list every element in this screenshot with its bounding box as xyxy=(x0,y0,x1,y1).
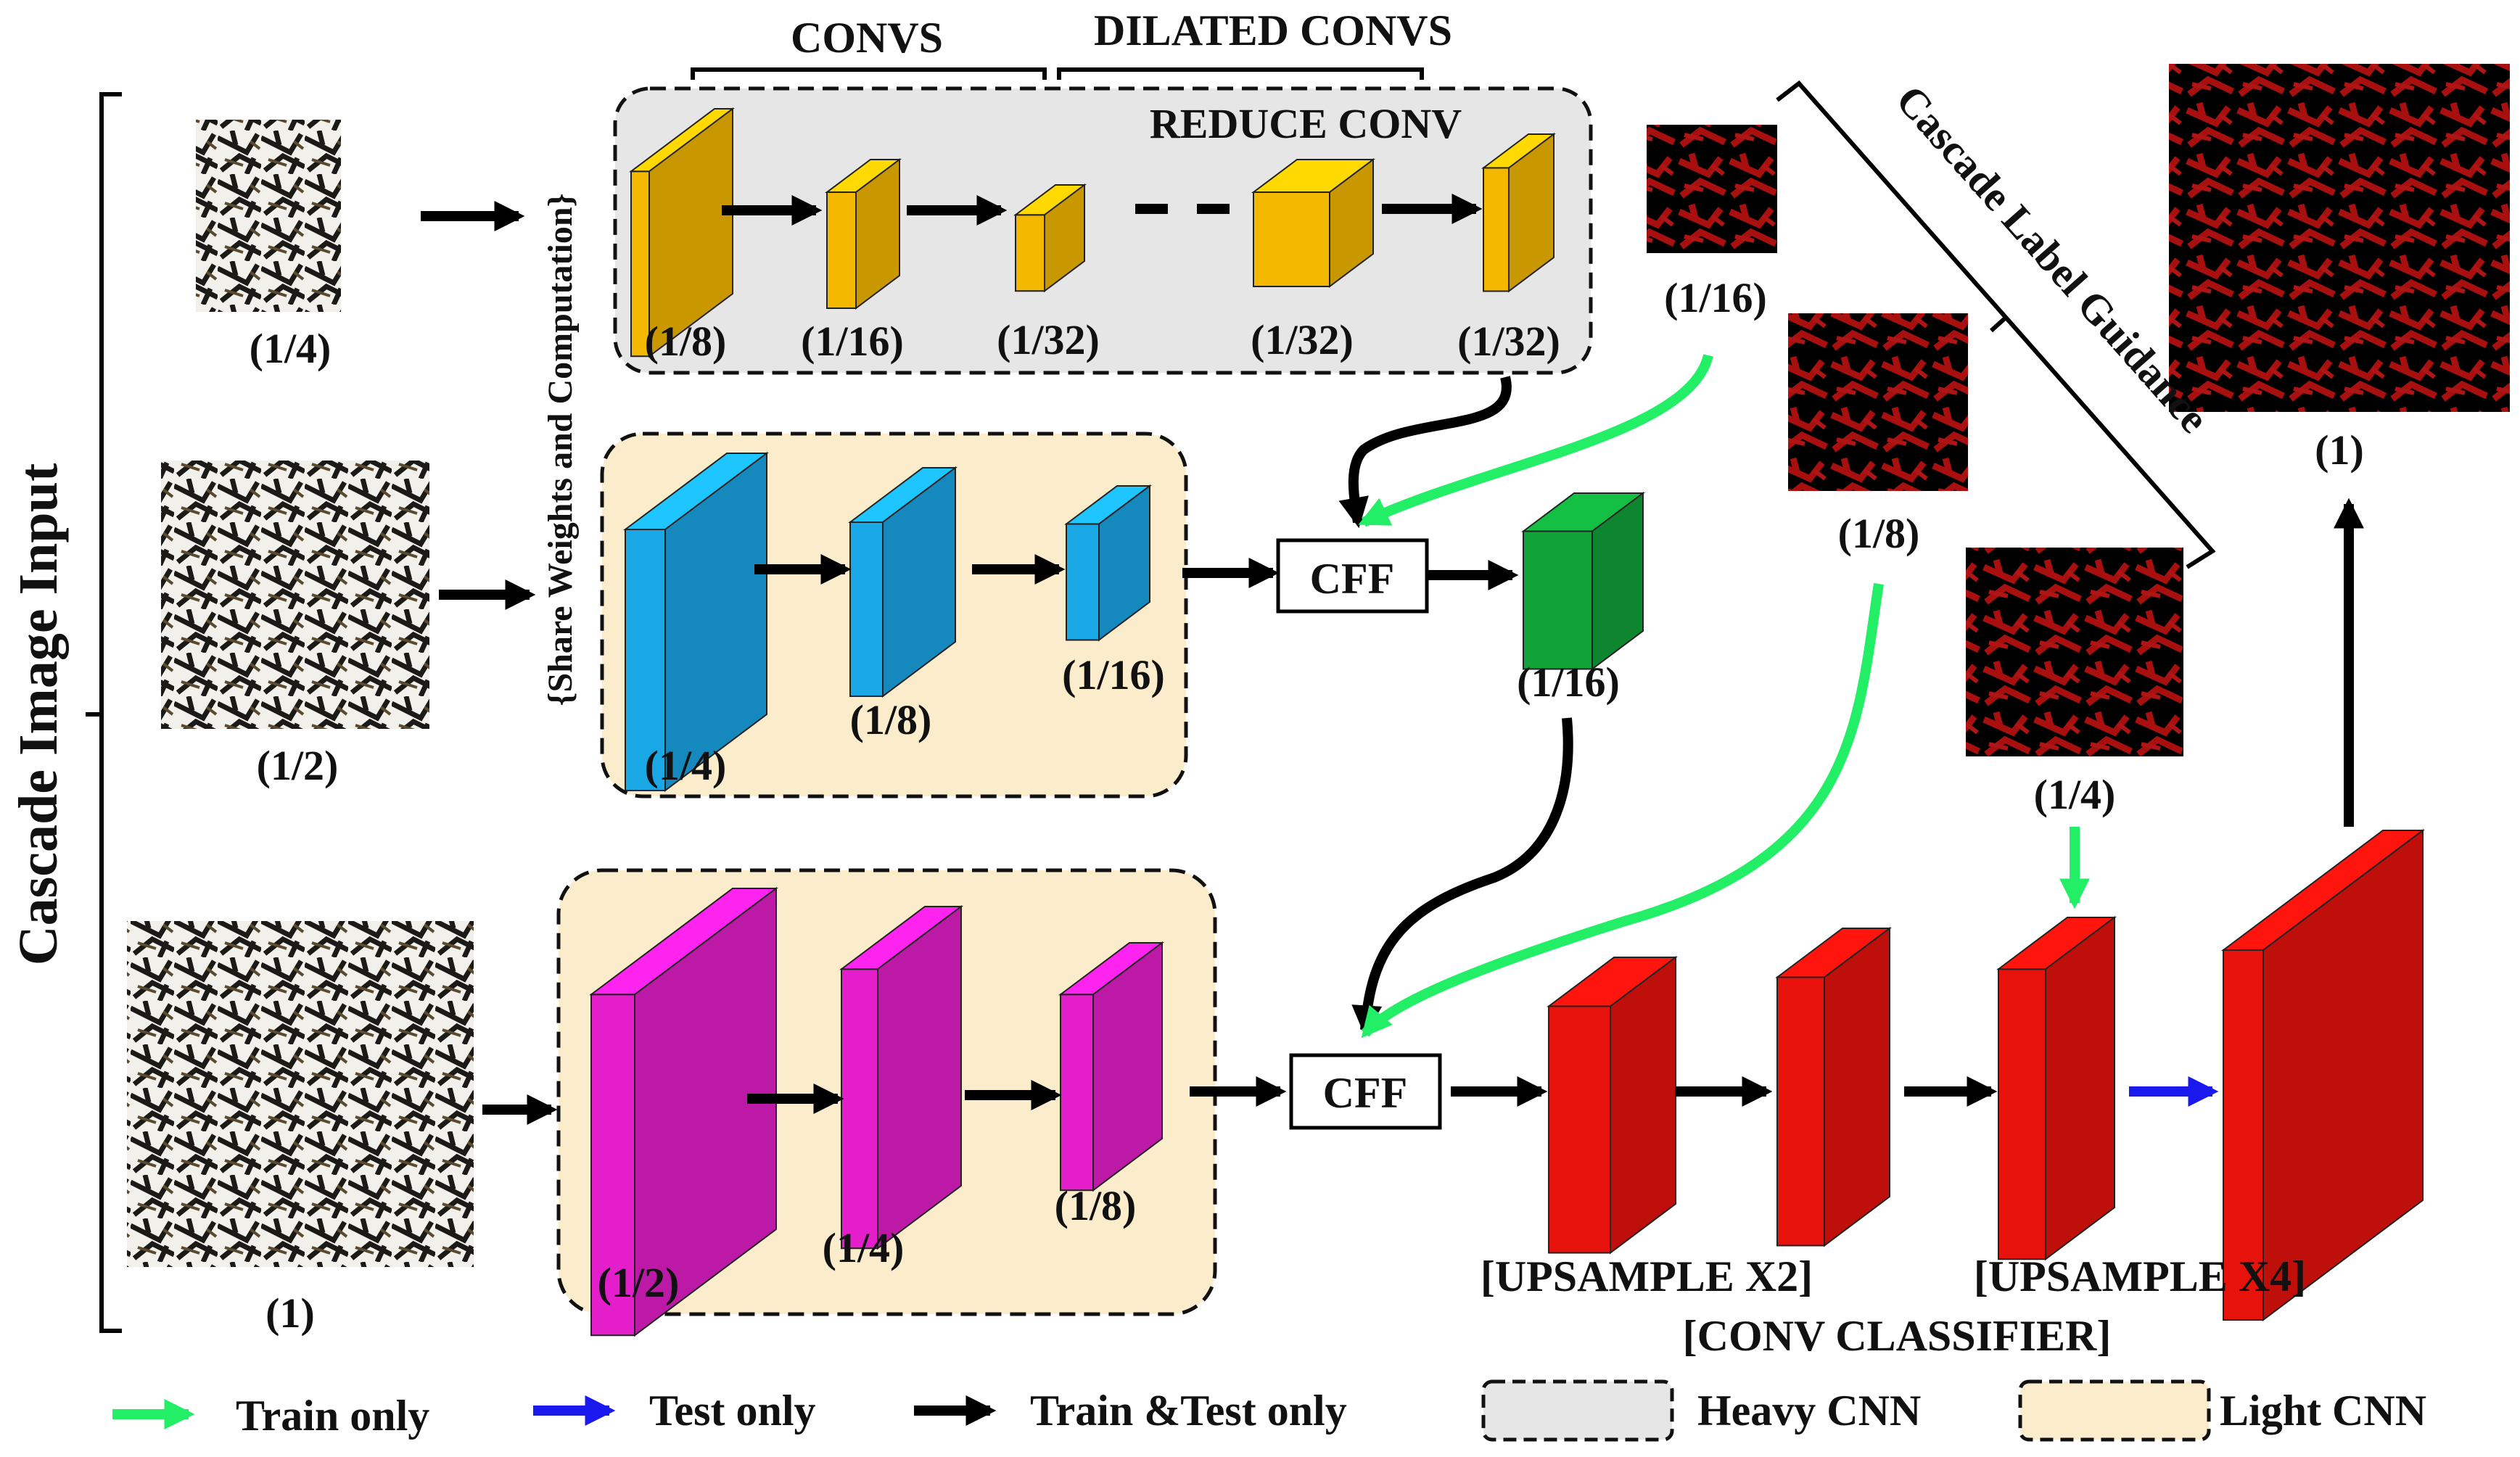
label-map-scale-4: (1) xyxy=(2315,426,2364,474)
legend-heavy-label: Heavy CNN xyxy=(1697,1387,1921,1435)
heavy-block-5 xyxy=(1481,133,1556,293)
input-image-full xyxy=(127,921,474,1267)
cascade-input-bracket xyxy=(86,92,122,1333)
legend-train-label: Train only xyxy=(236,1392,429,1440)
label-map-scale-3: (1/4) xyxy=(2034,771,2116,818)
upsample-x2-caption: [UPSAMPLE X2] xyxy=(1481,1252,1813,1300)
cascade-guidance-tick xyxy=(1989,315,2008,333)
cascade-guidance-bracket xyxy=(1776,80,2216,569)
cff-label-low: CFF xyxy=(1323,1069,1408,1117)
input-scale-full: (1) xyxy=(265,1289,315,1337)
cff-box-mid xyxy=(1276,538,1429,614)
input-image-half xyxy=(161,461,429,729)
label-map-sixteenth xyxy=(1647,125,1777,253)
legend: Train only Test only Train &Test only He… xyxy=(112,1379,2426,1442)
light-cnn-low-layers xyxy=(589,887,1164,1337)
legend-light-label: Light CNN xyxy=(2220,1387,2426,1435)
legend-heavy-swatch xyxy=(1481,1379,1674,1442)
legend-both-label: Train &Test only xyxy=(1030,1387,1347,1435)
upsample-x4-caption: [UPSAMPLE X4] xyxy=(1974,1252,2306,1300)
cff-box-low xyxy=(1289,1053,1442,1130)
low-block-1 xyxy=(589,887,778,1337)
cff-label-mid: CFF xyxy=(1310,555,1395,603)
heavy-scale-4: (1/32) xyxy=(1251,316,1354,363)
decoder-layers xyxy=(1547,829,2425,1321)
mid-block-2 xyxy=(848,466,958,698)
low-block-2 xyxy=(839,905,963,1250)
convs-header: CONVS xyxy=(791,14,943,62)
decoder-block-3 xyxy=(1996,916,2117,1261)
black-arrows xyxy=(421,194,2364,1125)
heavy-scale-5: (1/32) xyxy=(1457,318,1560,365)
reduce-conv-header: REDUCE CONV xyxy=(1150,100,1462,147)
label-map-scale-1: (1/16) xyxy=(1664,274,1767,321)
cff-output-scale: (1/16) xyxy=(1517,659,1620,706)
heavy-scale-1: (1/8) xyxy=(645,318,727,365)
decoder-block-4 xyxy=(2221,829,2425,1321)
conv-classifier-caption: [CONV CLASSIFIER] xyxy=(1683,1312,2112,1360)
decoder-block-2 xyxy=(1775,927,1892,1247)
input-scale-quarter: (1/4) xyxy=(250,325,332,372)
heavy-block-3 xyxy=(1013,183,1087,293)
label-map-scale-2: (1/8) xyxy=(1838,510,1920,557)
mid-scale-1: (1/4) xyxy=(645,742,727,789)
dilated-convs-header: DILATED CONVS xyxy=(1094,7,1452,54)
decoder-block-1 xyxy=(1547,956,1678,1255)
legend-test-label: Test only xyxy=(649,1387,816,1435)
heavy-block-1 xyxy=(629,107,735,358)
input-image-quarter xyxy=(196,120,341,312)
header-brackets xyxy=(691,67,1424,80)
mid-block-3 xyxy=(1064,484,1152,642)
legend-light-swatch xyxy=(2018,1379,2211,1442)
mid-scale-3: (1/16) xyxy=(1062,651,1165,698)
mid-scale-2: (1/8) xyxy=(850,696,932,743)
label-map-eighth xyxy=(1788,313,1968,491)
light-cnn-mid-layers xyxy=(623,452,1152,792)
mid-block-1 xyxy=(623,452,769,792)
label-map-quarter xyxy=(1966,548,2183,756)
input-scale-half: (1/2) xyxy=(257,742,339,789)
heavy-scale-2: (1/16) xyxy=(801,318,904,365)
green-block-1 xyxy=(1521,492,1645,671)
low-scale-3: (1/8) xyxy=(1055,1182,1137,1229)
share-weights-label: {Share Weights and Computation} xyxy=(541,194,580,706)
low-block-3 xyxy=(1058,941,1164,1192)
low-scale-1: (1/2) xyxy=(598,1259,680,1306)
heavy-block-2 xyxy=(825,158,902,310)
low-scale-2: (1/4) xyxy=(823,1224,905,1271)
label-map-full xyxy=(2169,64,2510,412)
train-only-arrows xyxy=(1358,354,2090,1039)
cff-output-block xyxy=(1521,492,1645,671)
heavy-scale-3: (1/32) xyxy=(997,316,1100,363)
heavy-cnn-layers xyxy=(629,107,1556,358)
cascade-image-input-label: Cascade Image Input xyxy=(8,463,69,966)
heavy-block-4 xyxy=(1251,158,1375,288)
